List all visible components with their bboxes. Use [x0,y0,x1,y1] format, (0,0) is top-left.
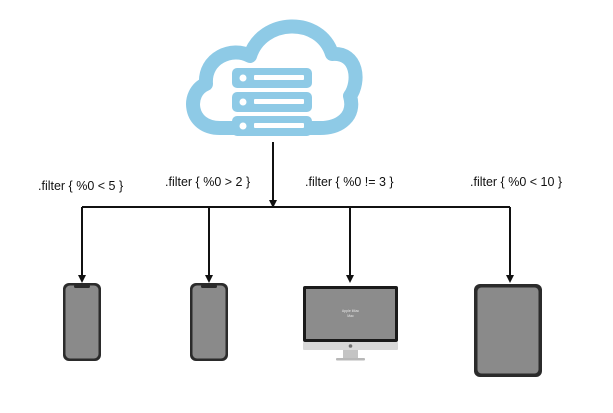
database-led-2 [239,98,247,106]
tablet-icon [474,284,542,377]
cloud-database-icon [186,19,363,136]
filter-label-3: .filter { %0 != 3 } [305,175,394,189]
database-slot-1 [254,75,304,80]
database-led-3 [239,122,247,130]
monitor-screen-line-1: Apple iMac [342,309,360,313]
database-led-1 [239,74,247,82]
monitor-screen-line-2: Mac [347,314,354,318]
database-slot-2 [254,99,304,104]
database-stack-icon [232,68,312,136]
smartphone-icon [63,283,101,361]
filter-label-4: .filter { %0 < 10 } [470,175,563,189]
cloud-outline [186,19,363,135]
filter-label-2: .filter { %0 > 2 } [165,175,251,189]
filter-label-1: .filter { %0 < 5 } [38,179,124,193]
smartphone-icon [190,283,228,361]
database-slot-3 [254,123,304,128]
desktop-monitor-icon: Apple iMac Mac [303,286,398,361]
